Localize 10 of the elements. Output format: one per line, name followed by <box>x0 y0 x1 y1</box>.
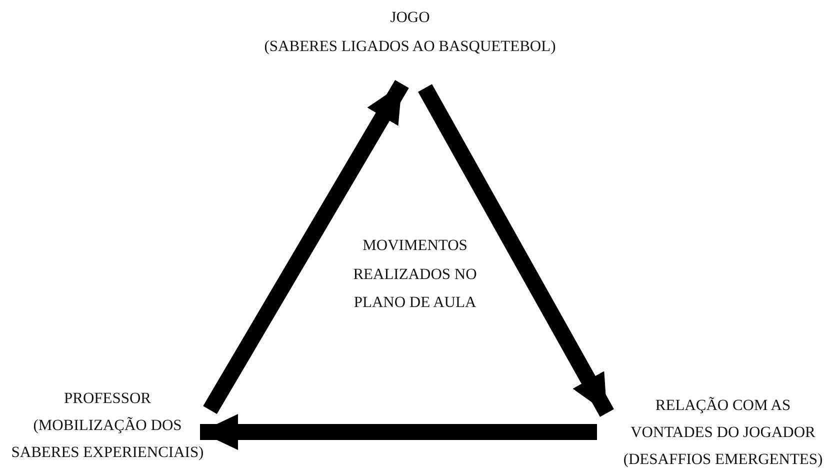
center-label: MOVIMENTOS REALIZADOS NO PLANO DE AULA <box>352 236 478 314</box>
arrow <box>200 414 597 450</box>
node-subtitle: (SABERES LIGADOS AO BASQUETEBOL) <box>264 37 556 58</box>
arrow <box>418 84 614 417</box>
node-subtitle: (DESAFFIOS EMERGENTES) <box>623 450 823 470</box>
node-subtitle: (MOBILIZAÇÃO DOS SABERES EXPERIENCIAIS) <box>10 416 205 464</box>
node-title: PROFESSOR <box>64 389 151 409</box>
arrow <box>203 80 409 414</box>
node-title: RELAÇÃO COM AS VONTADES DO JOGADOR <box>630 396 816 444</box>
node-title: JOGO <box>390 8 430 28</box>
